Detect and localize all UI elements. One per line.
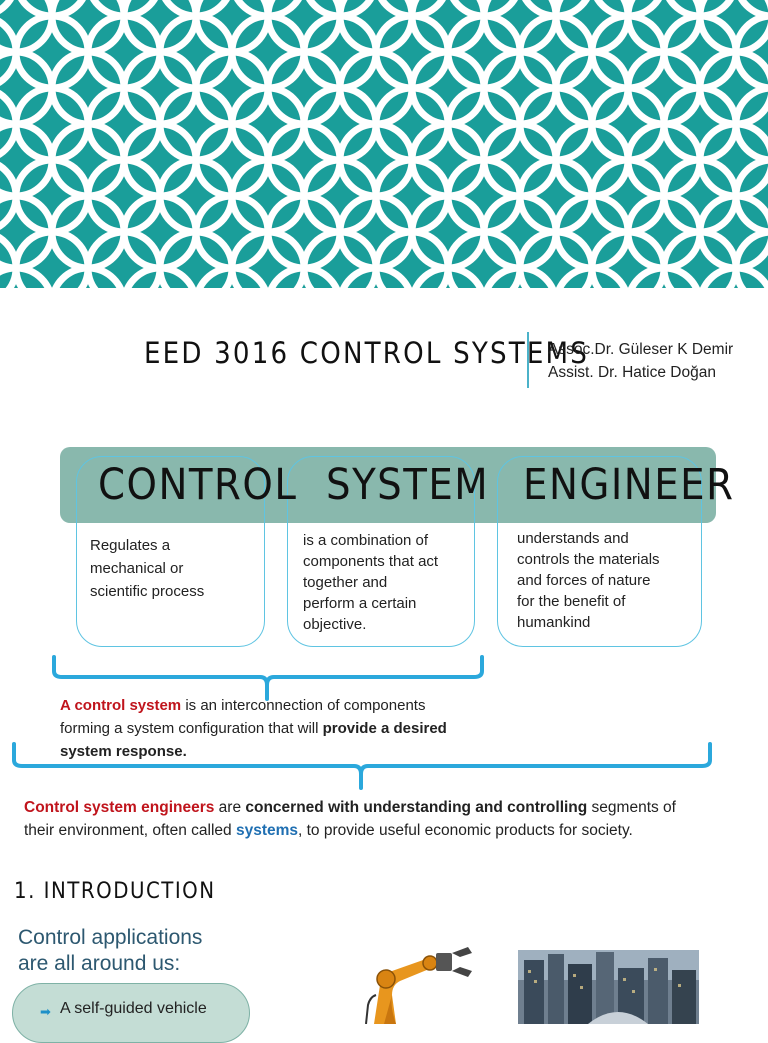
author-2: Assist. Dr. Hatice Doğan [548,364,716,381]
applications-heading: Control applications are all around us: [18,926,203,975]
brace-control-system [52,655,484,701]
card-engineer-text: understands and controls the materials a… [517,530,660,631]
bullet-text: A self-guided vehicle [60,1000,207,1017]
brace-engineer [12,742,712,790]
title-divider [527,332,529,388]
city-image [518,950,699,1024]
cards-header-band [60,447,716,523]
robot-arm-image [356,945,480,1024]
card-system [287,456,475,647]
arrow-right-icon: ➡ [40,1004,51,1019]
section-heading: 1. INTRODUCTION [14,879,216,904]
card-engineer [497,456,702,647]
header-pattern [0,0,768,288]
card-control-text: Regulates a mechanical or scientific pro… [90,537,205,600]
engineers-paragraph: Control system engineers are concerned w… [24,799,676,839]
slide-title: EED 3016 CONTROL SYSTEMS [144,336,590,370]
definition-paragraph: A control system is an interconnection o… [60,697,447,760]
card-system-text: is a combination of components that act … [303,532,439,633]
card-engineer-head: ENGINEER [523,460,735,510]
card-control [76,456,265,647]
card-system-head: SYSTEM [326,460,490,510]
authors: Assoc.Dr. Güleser K Demir Assist. Dr. Ha… [548,338,733,384]
author-1: Assoc.Dr. Güleser K Demir [548,341,734,358]
card-control-head: CONTROL [98,460,298,510]
